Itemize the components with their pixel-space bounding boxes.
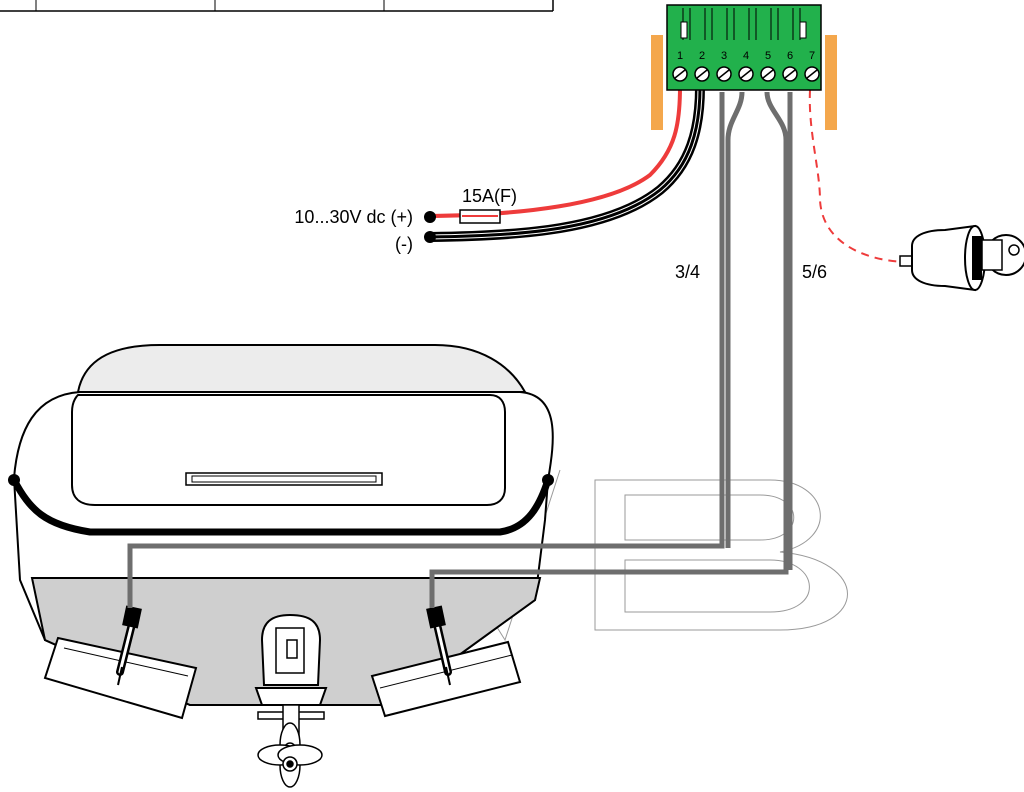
screw-terminals [672, 66, 820, 82]
cable-label-5-6: 5/6 [802, 262, 827, 282]
stern-handle [185, 472, 383, 486]
signal-cables [127, 91, 793, 608]
cable-pair-5-6 [429, 91, 789, 608]
key-switch-icon [899, 224, 1024, 292]
cable-pair-3-4 [127, 92, 725, 608]
cable-label-3-4: 3/4 [675, 262, 700, 282]
pin-label-4: 4 [743, 50, 749, 62]
fuse-label: 15A(F) [462, 186, 517, 206]
bracket-right [825, 35, 837, 130]
header-table [0, 0, 554, 12]
negative-label: (-) [395, 234, 413, 254]
ignition-wire [808, 89, 906, 263]
propeller-icon [257, 722, 323, 788]
pin-label-3: 3 [721, 50, 727, 62]
rub-rail [10, 476, 552, 536]
positive-label: 10...30V dc (+) [294, 207, 413, 227]
terminal-slots [682, 8, 801, 40]
pin-label-7: 7 [809, 50, 815, 62]
negative-terminal [424, 231, 436, 243]
positive-terminal [424, 211, 436, 223]
trim-tab-left [43, 605, 198, 720]
cable-pair-3-4-return [725, 91, 745, 548]
transom-window [71, 394, 506, 506]
pin-label-6: 6 [787, 50, 793, 62]
power-wires [429, 86, 705, 242]
fuse [459, 209, 501, 224]
terminal-block: 1 2 3 4 5 6 7 [666, 4, 822, 91]
pin-label-1: 1 [677, 50, 683, 62]
pin-label-2: 2 [699, 50, 705, 62]
bracket-left [651, 35, 663, 130]
trim-tab-right [370, 605, 522, 718]
outboard-motor [254, 613, 328, 788]
pin-label-5: 5 [765, 50, 771, 62]
